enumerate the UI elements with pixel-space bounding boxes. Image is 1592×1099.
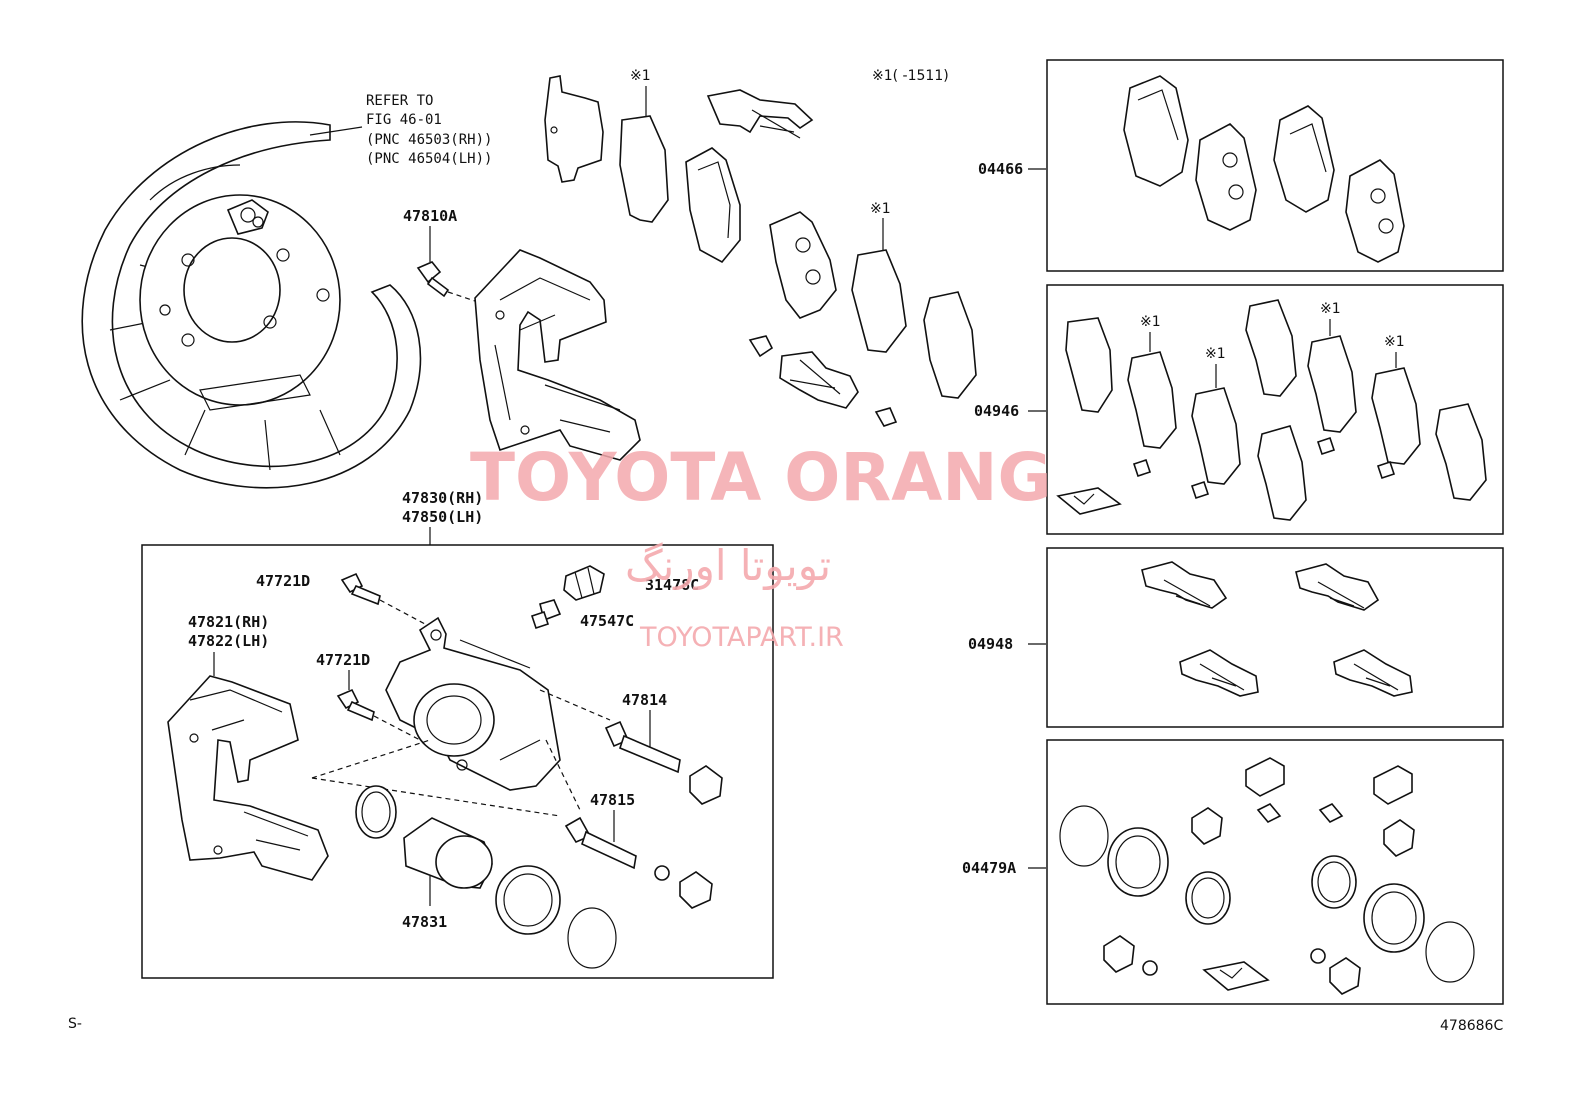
label-47830: 47830(RH) [402, 489, 483, 507]
label-47831: 47831 [402, 913, 447, 931]
kit-mark-2: ※1 [1205, 346, 1226, 362]
kit-04479A: 04479A [962, 739, 1504, 1005]
dust-shield [81, 121, 422, 489]
label-04948: 04948 [968, 635, 1013, 653]
mounting-bolt-47810A: 47810A [403, 207, 479, 303]
caliper-support-upper [474, 249, 641, 461]
mark-shims-top: ※1 [870, 201, 891, 217]
watermark-persian: تویوتا اورنگ [625, 541, 831, 590]
label-47850: 47850(LH) [402, 508, 483, 526]
refer-line-4: (PNC 46504(LH)) [366, 151, 492, 167]
label-04479A: 04479A [962, 859, 1016, 877]
footer-left: S- [68, 1016, 82, 1032]
watermark-url: TOYOTAPART.IR [639, 622, 844, 653]
kit-mark-1: ※1 [1140, 314, 1161, 330]
label-04466: 04466 [978, 160, 1023, 178]
kit-04466-box [1046, 59, 1504, 272]
label-47721D-lower: 47721D [316, 651, 370, 669]
refer-note: REFER TO FIG 46-01 (PNC 46503(RH)) (PNC … [309, 93, 492, 167]
label-47821: 47821(RH) [188, 613, 269, 631]
refer-line-1: REFER TO [366, 93, 433, 109]
kit-04466: 04466 [978, 59, 1504, 272]
label-47810A: 47810A [403, 207, 457, 225]
refer-line-3: (PNC 46503(RH)) [366, 132, 492, 148]
pads-and-shims-top: ※1 ※1 ※1( -1511) [544, 68, 977, 427]
kit-04948-box [1046, 547, 1504, 728]
watermark: TOYOTA ORANG تویوتا اورنگ TOYOTAPART.IR [470, 439, 1052, 653]
footer-right: 478686C [1440, 1018, 1503, 1034]
refer-line-2: FIG 46-01 [366, 112, 442, 128]
caliper-assembly-box [141, 544, 774, 979]
kit-04946-box [1046, 284, 1504, 535]
kit-mark-3: ※1 [1320, 301, 1341, 317]
kit-04948: 04948 [968, 547, 1504, 728]
caliper-assembly-47830: 47830(RH) 47850(LH) 47721D 31478C 47547C… [141, 489, 774, 979]
label-47547C: 47547C [580, 612, 634, 630]
watermark-brand: TOYOTA ORANG [470, 439, 1052, 516]
label-47822: 47822(LH) [188, 632, 269, 650]
label-47814: 47814 [622, 691, 667, 709]
mark-header: ※1( -1511) [872, 68, 949, 84]
kit-04946: 04946 ※1 ※1 ※1 ※1 [974, 284, 1504, 535]
label-47815: 47815 [590, 791, 635, 809]
kit-04479A-box [1046, 739, 1504, 1005]
label-04946: 04946 [974, 402, 1019, 420]
label-31478C: 31478C [645, 576, 699, 594]
kit-mark-4: ※1 [1384, 334, 1405, 350]
mark-pads-top: ※1 [630, 68, 651, 84]
label-47721D-upper: 47721D [256, 572, 310, 590]
